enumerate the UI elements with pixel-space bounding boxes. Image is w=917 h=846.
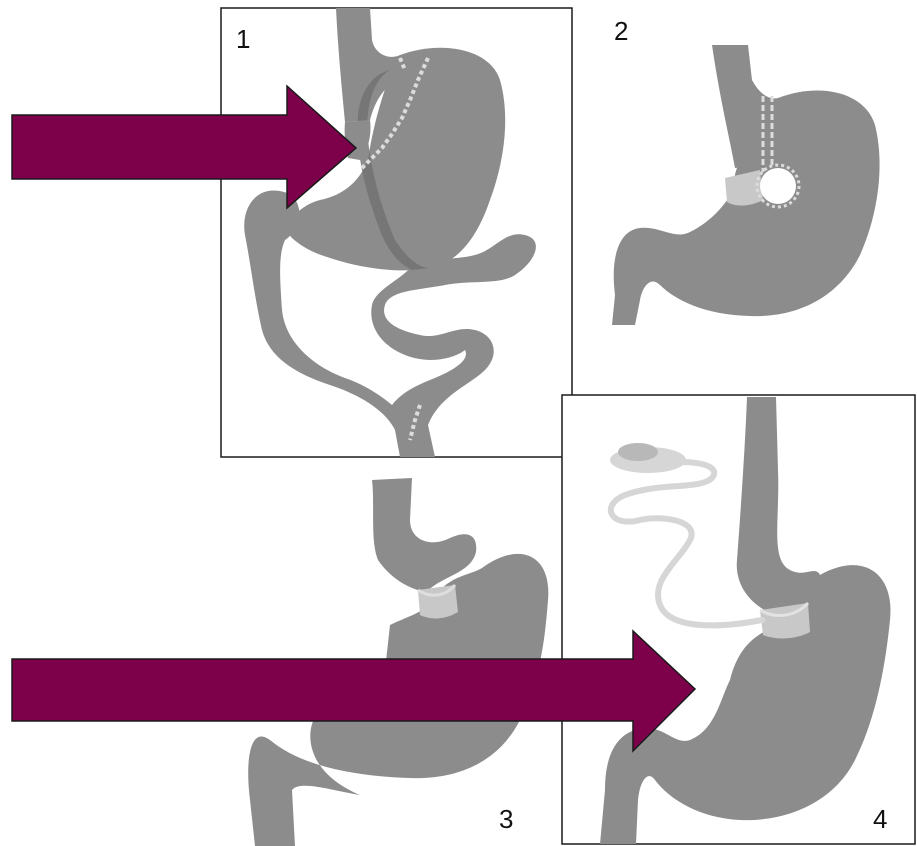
panel-4-number: 4 (873, 804, 887, 834)
panel-2-band (725, 170, 763, 206)
arrow-upper (12, 86, 356, 208)
panel-3-number: 3 (499, 804, 513, 834)
panel-4-port-top (618, 443, 658, 461)
panel-3-esophagus (372, 478, 476, 592)
panel-1-number: 1 (236, 24, 250, 54)
panel-2-drawing (612, 45, 880, 325)
panel-2-stapled-window (760, 168, 796, 204)
panel-2-number: 2 (614, 16, 628, 46)
